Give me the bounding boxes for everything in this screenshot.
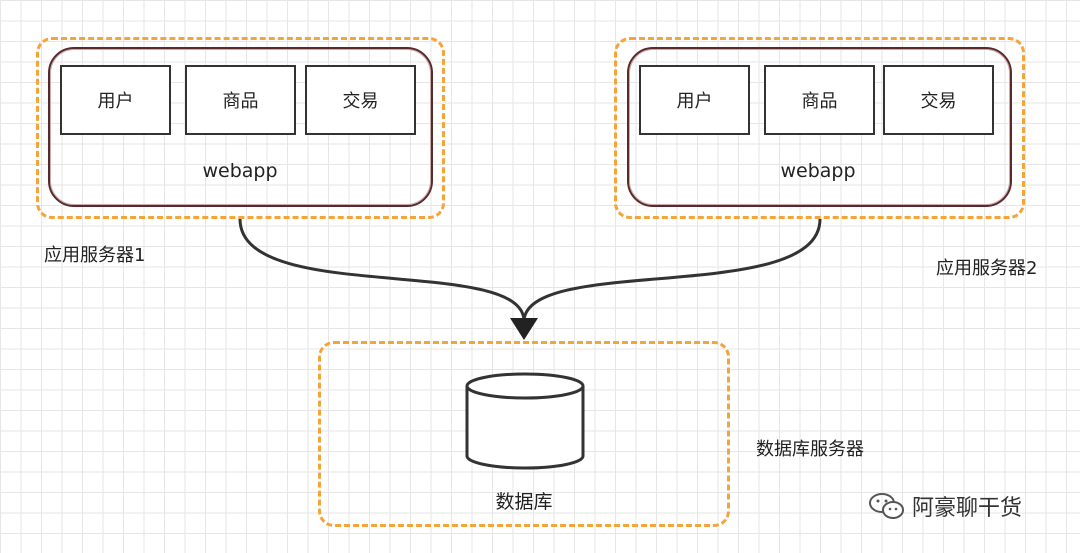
connector-server1-db xyxy=(238,218,526,321)
wechat-icon xyxy=(869,493,904,519)
watermark-text: 阿豪聊干货 xyxy=(912,496,1023,521)
database-cylinder-icon xyxy=(465,372,585,470)
db-server-label: 数据库服务器 xyxy=(756,439,864,460)
module-product-2: 商品 xyxy=(764,65,875,135)
app-server-1-label: 应用服务器1 xyxy=(44,245,146,266)
module-product-1: 商品 xyxy=(185,65,296,135)
webapp-container-2 xyxy=(627,47,1012,207)
db-server-boundary xyxy=(318,341,730,527)
module-trade-2: 交易 xyxy=(883,65,994,135)
module-trade-1: 交易 xyxy=(305,65,416,135)
module-user-2: 用户 xyxy=(639,65,750,135)
webapp-label-2: webapp xyxy=(780,160,856,182)
webapp-container-1 xyxy=(48,47,433,207)
module-user-1: 用户 xyxy=(60,65,171,135)
webapp-label-1: webapp xyxy=(202,160,278,182)
watermark: 阿豪聊干货 xyxy=(868,490,1022,522)
app-server-1-boundary xyxy=(36,37,445,219)
db-label: 数据库 xyxy=(495,491,553,513)
arrowhead xyxy=(510,318,538,340)
app-server-2-label: 应用服务器2 xyxy=(936,258,1038,279)
app-server-2-boundary xyxy=(614,37,1025,219)
connector-server2-db xyxy=(522,218,822,321)
